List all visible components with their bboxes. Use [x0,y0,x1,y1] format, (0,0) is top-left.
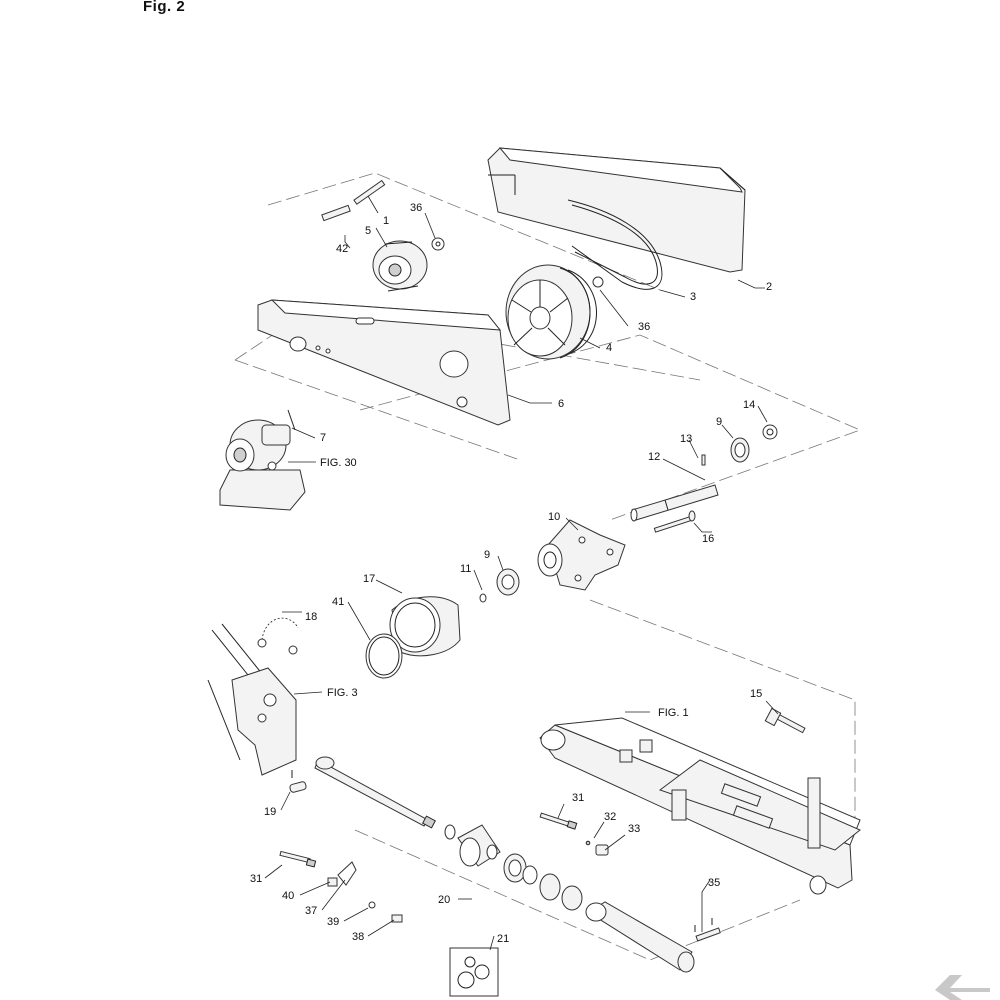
circlip-part-11[interactable] [479,593,487,603]
label-16: 16 [702,533,714,545]
label-31-left: 31 [250,873,262,885]
label-14: 14 [743,399,755,411]
fitting-part-33[interactable] [595,844,609,856]
nut-part-40[interactable] [327,877,338,887]
label-12: 12 [648,451,660,463]
chain-part-18[interactable] [257,617,299,655]
grease-nipple-part-38[interactable] [391,914,403,923]
label-41: 41 [332,596,344,608]
label-1: 1 [383,215,389,227]
label-32: 32 [604,811,616,823]
washer-part-36-top[interactable] [431,237,445,251]
label-2: 2 [766,281,772,293]
label-6: 6 [558,398,564,410]
pin-part-35[interactable] [694,918,721,942]
shaft-part-12[interactable] [630,484,719,522]
large-pulley-part-4[interactable] [505,264,597,360]
bolt-part-15[interactable] [764,707,806,734]
seal-kit-part-20[interactable] [444,824,583,911]
label-13: 13 [680,433,692,445]
label-21: 21 [497,933,509,945]
mounting-plate-part-6[interactable] [257,299,511,426]
main-frame-fig1[interactable] [539,717,861,895]
label-leaders [264,195,779,951]
label-fig-1: FIG. 1 [658,707,689,719]
label-35: 35 [708,877,720,889]
washer-part-14[interactable] [762,424,778,440]
label-36-top: 36 [410,202,422,214]
bracket-part-37[interactable] [337,861,357,886]
bolt-part-31-left[interactable] [279,850,317,868]
label-31-right: 31 [572,792,584,804]
label-9-right: 9 [716,416,722,428]
hydraulic-cylinder-rod[interactable] [314,756,436,829]
label-fig-30: FIG. 30 [320,457,357,469]
cover-part-17[interactable] [389,596,461,657]
bearing-part-9-right[interactable] [730,437,750,463]
lift-arm-fig3[interactable] [207,623,297,776]
label-17: 17 [363,573,375,585]
belt-guard-part-2[interactable] [487,147,746,273]
label-4: 4 [606,342,612,354]
washer-part-36-right[interactable] [592,276,604,288]
key-part-13[interactable] [701,454,706,466]
bolt-part-16[interactable] [653,510,696,533]
label-15: 15 [750,688,762,700]
bearing-part-9-left[interactable] [496,568,520,596]
gearbox-part-7[interactable] [219,409,306,511]
brand-logo [935,975,990,1000]
bearing-housing-part-10[interactable] [537,519,626,591]
label-11: 11 [460,563,471,575]
seal-kit-part-21[interactable] [449,947,499,997]
label-20: 20 [438,894,450,906]
label-9-left: 9 [484,549,490,561]
figure-title: Fig. 2 [143,0,186,15]
label-7: 7 [320,432,326,444]
bolt-part-31-right[interactable] [539,812,578,830]
label-fig-3: FIG. 3 [327,687,358,699]
pin-part-1[interactable] [353,179,386,205]
pin-part-19[interactable] [289,770,307,793]
v-belt-part-3[interactable] [567,199,663,290]
label-33: 33 [628,823,640,835]
label-10: 10 [548,511,560,523]
label-18: 18 [305,611,317,623]
hydraulic-cylinder-body[interactable] [585,901,695,973]
label-37: 37 [305,905,317,917]
label-42: 42 [336,243,348,255]
small-pulley-part-5[interactable] [372,240,428,292]
washer-part-32[interactable] [585,840,591,846]
label-40: 40 [282,890,294,902]
label-38: 38 [352,931,364,943]
part-labels: 1 2 3 4 5 6 7 9 9 10 11 12 13 14 15 16 1… [250,202,772,945]
label-36-right: 36 [638,321,650,333]
pin-part-42[interactable] [321,204,351,222]
label-5: 5 [365,225,371,237]
label-39: 39 [327,916,339,928]
washer-part-39[interactable] [368,901,376,909]
snap-ring-part-41[interactable] [365,633,403,679]
label-3: 3 [690,291,696,303]
label-19: 19 [264,806,276,818]
